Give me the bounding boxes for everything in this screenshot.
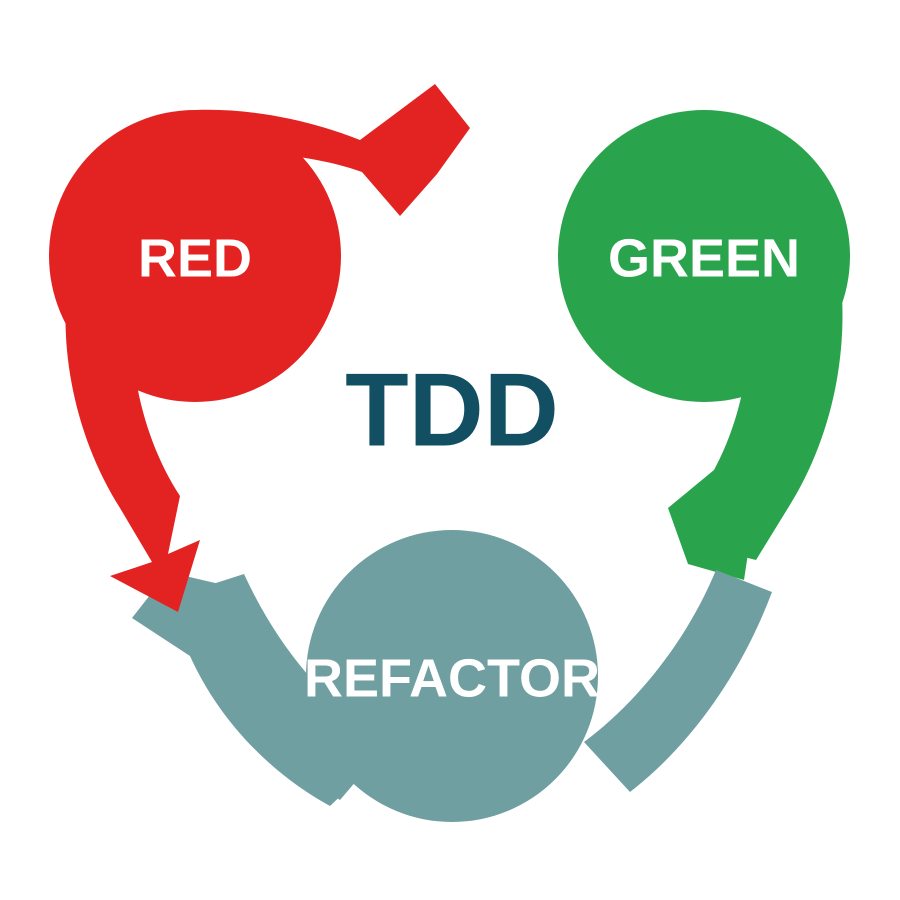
node-red[interactable]: RED: [49, 110, 341, 402]
arrow-red-to-green: [196, 84, 470, 216]
teal-right-arm: [584, 570, 772, 792]
arrow-red-tail-path: [65, 300, 200, 612]
arrow-red-tail: [65, 300, 200, 612]
node-green-circle[interactable]: [558, 110, 850, 402]
node-refactor[interactable]: REFACTOR: [304, 530, 600, 822]
node-refactor-label: REFACTOR: [304, 648, 600, 708]
arrow-red-to-green-path: [196, 84, 470, 216]
node-red-label: RED: [138, 228, 252, 288]
center-title: TDD: [345, 352, 559, 468]
green-ribbon-body: [700, 296, 843, 560]
node-red-circle[interactable]: [49, 110, 341, 402]
node-green[interactable]: GREEN: [558, 110, 850, 402]
teal-right-arm-path: [584, 570, 772, 792]
green-ribbon-body-path: [700, 296, 843, 560]
node-refactor-circle[interactable]: [306, 530, 598, 822]
node-green-label: GREEN: [608, 228, 800, 288]
